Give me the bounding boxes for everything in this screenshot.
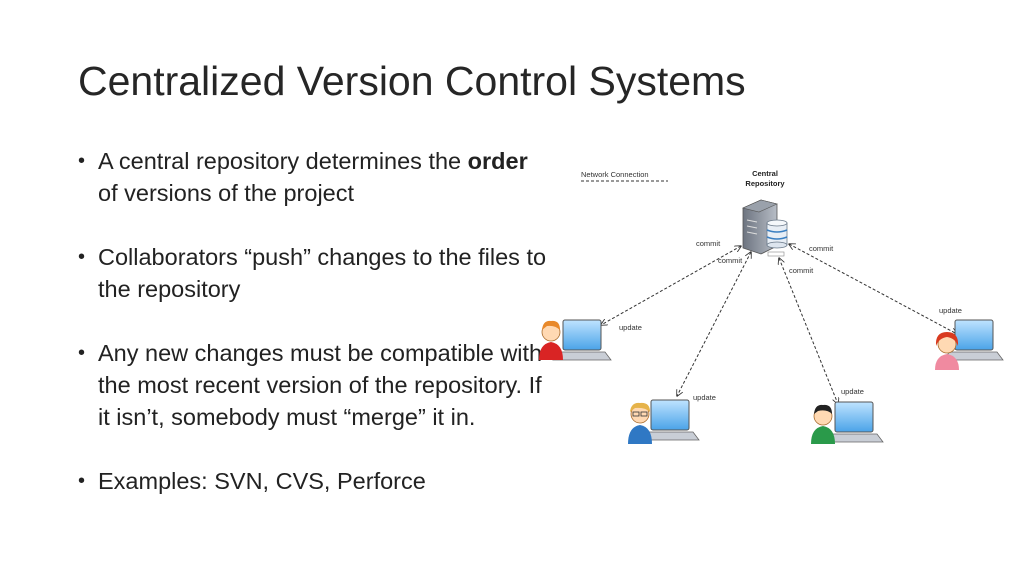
bullet-dot: • [78, 470, 86, 492]
repository-label-line2: Repository [745, 179, 785, 188]
bullet-text: A central repository determines the [98, 148, 468, 174]
connection-line [779, 258, 838, 404]
bullet-text: of versions of the project [98, 180, 355, 206]
bullet-item: • Collaborators “push” changes to the fi… [78, 241, 548, 305]
user-laptop-icon [811, 401, 884, 444]
user-laptop-icon [539, 319, 612, 361]
bullet-list: • A central repository determines the or… [78, 145, 548, 497]
database-icon [766, 219, 788, 257]
update-label: update [693, 393, 716, 402]
bullet-bold-text: order [467, 148, 528, 174]
update-label: update [841, 387, 864, 396]
bullet-text: Any new changes must be compatible with … [98, 340, 543, 430]
bullet-text: Examples: SVN, CVS, Perforce [98, 468, 426, 494]
bullet-dot: • [78, 246, 86, 268]
connection-line [677, 252, 751, 396]
connection-line [789, 244, 957, 334]
bullet-text: Collaborators “push” changes to the file… [98, 244, 547, 302]
version-control-diagram: Network Connection Central Repository co… [539, 169, 1004, 444]
commit-label: commit [696, 239, 721, 248]
update-label: update [619, 323, 642, 332]
bullet-item: • Any new changes must be compatible wit… [78, 337, 548, 433]
update-label: update [939, 306, 962, 315]
legend-label: Network Connection [581, 170, 649, 179]
repository-label-line1: Central [752, 169, 778, 178]
user-laptop-icon [935, 319, 1004, 370]
connection-lines [601, 244, 957, 404]
bullet-item: • Examples: SVN, CVS, Perforce [78, 465, 548, 497]
bullet-item: • A central repository determines the or… [78, 145, 548, 209]
commit-label: commit [718, 256, 743, 265]
commit-label: commit [809, 244, 834, 253]
slide-title: Centralized Version Control Systems [78, 58, 746, 104]
commit-label: commit [789, 266, 814, 275]
user-laptop-icon [628, 399, 700, 444]
bullet-dot: • [78, 342, 86, 364]
bullet-dot: • [78, 150, 86, 172]
